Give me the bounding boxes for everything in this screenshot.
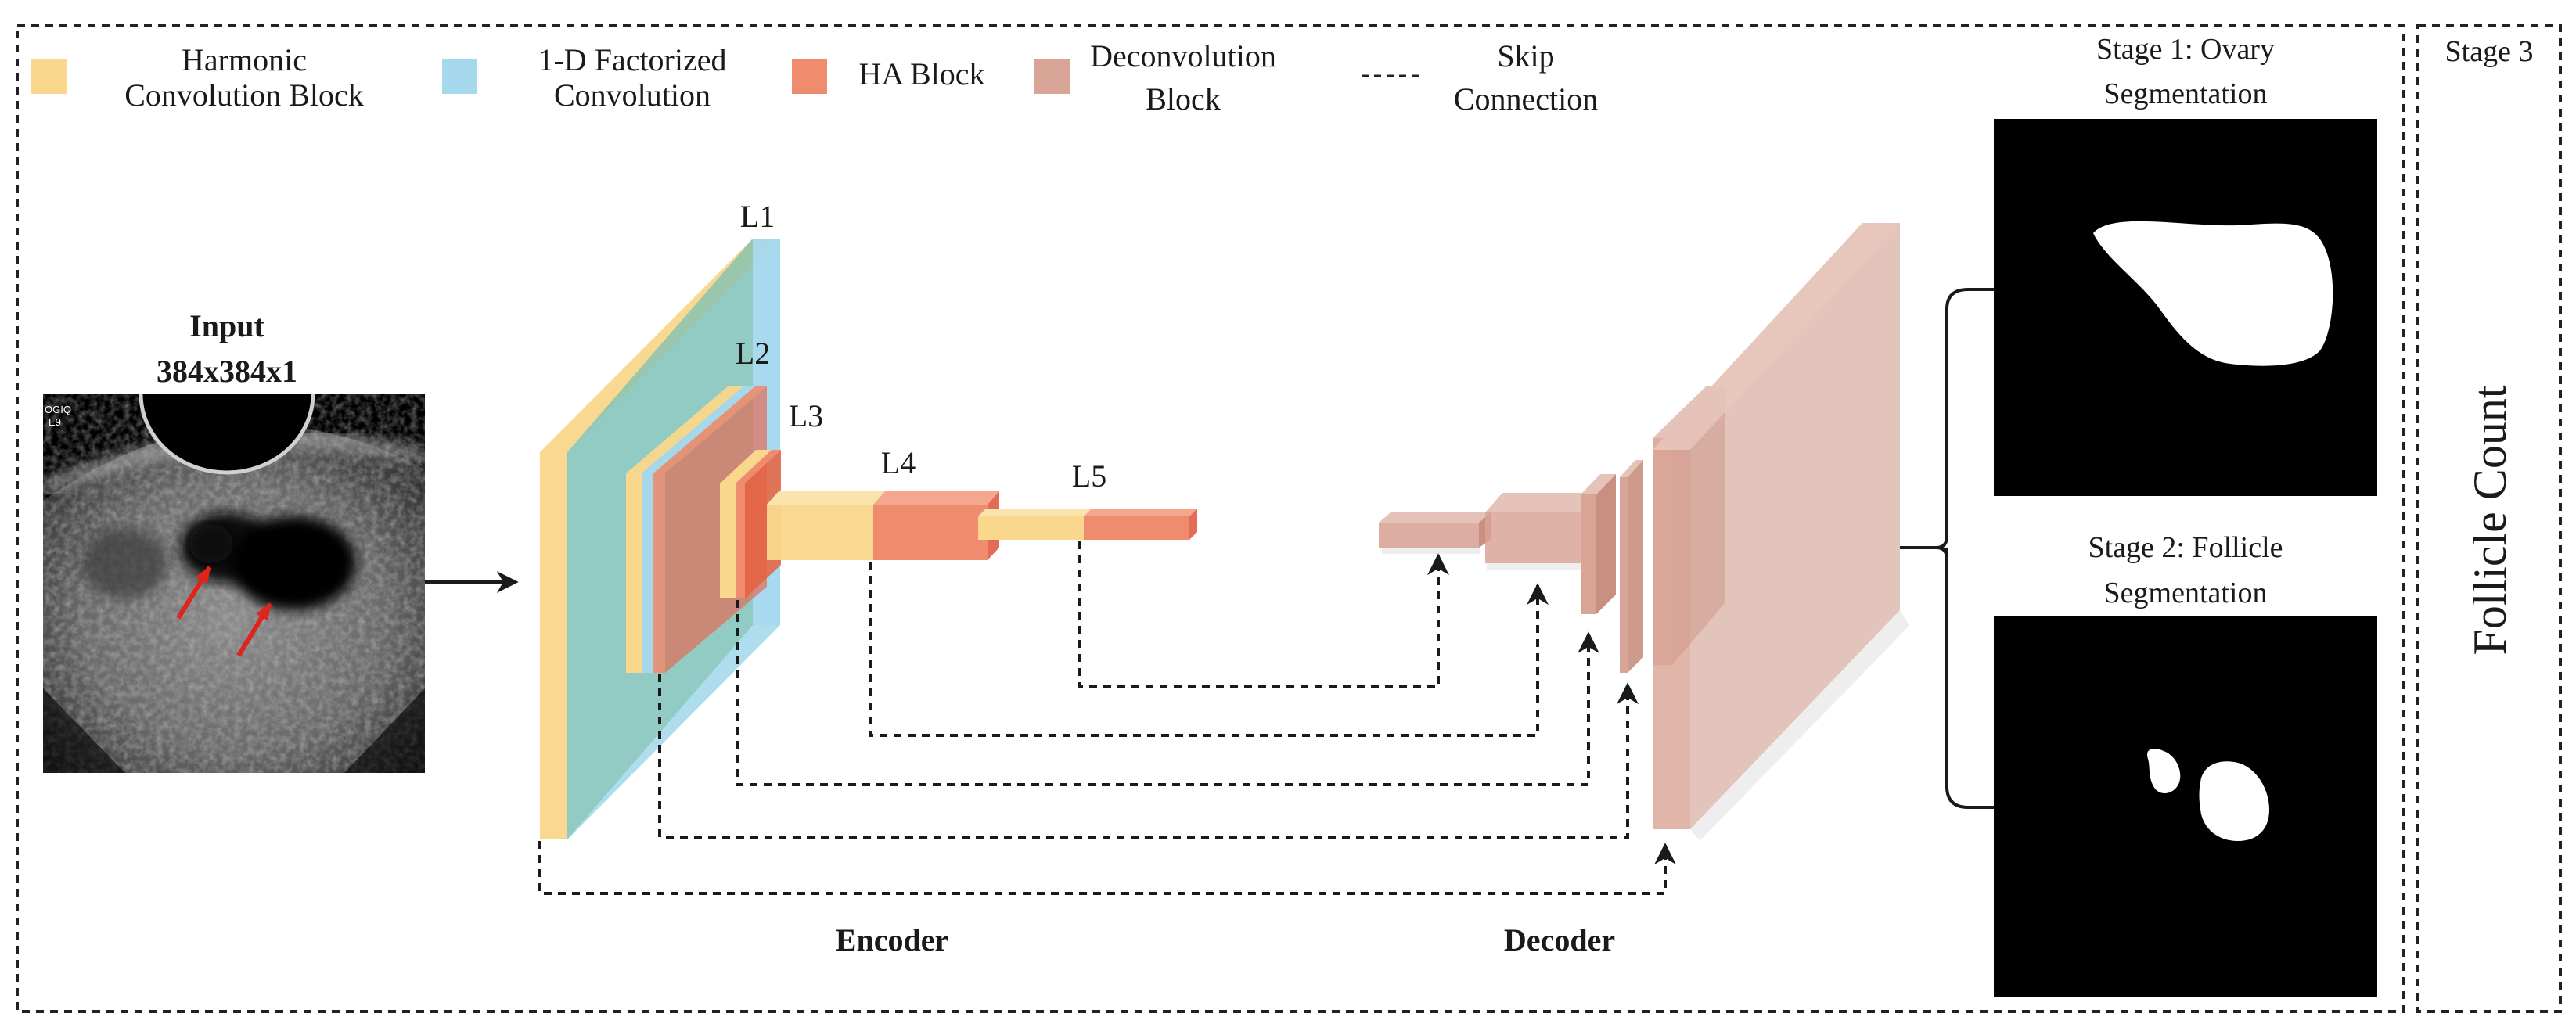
legend-factorized-label-2: Convolution: [554, 77, 711, 113]
input-ultrasound-image: OGIQ E9: [43, 394, 425, 773]
stage1-title-1: Stage 1: Ovary: [2096, 33, 2275, 66]
level-label-l5: L5: [1072, 458, 1106, 494]
follicle-count-label: Follicle Count: [2464, 385, 2516, 655]
legend-deconv-label-1: Deconvolution: [1090, 38, 1276, 74]
input-title: Input: [189, 308, 264, 343]
ovary-segmentation-mask: [1994, 119, 2377, 496]
follicle-segmentation-mask: [1994, 616, 2377, 997]
input-size: 384x384x1: [157, 354, 297, 389]
legend-harmonic-label-2: Convolution Block: [124, 77, 364, 113]
stage1-title-2: Segmentation: [2104, 77, 2268, 110]
encoder-l4-block: [767, 491, 999, 560]
decoder-block-1: [1379, 512, 1491, 554]
legend-skip-label-1: Skip: [1497, 38, 1554, 74]
scanner-brand-text: OGIQ: [45, 404, 71, 415]
encoder: L1 L2 L3 L4 L5: [540, 199, 1197, 839]
encoder-label: Encoder: [836, 922, 948, 958]
legend-factorized-swatch: [442, 59, 477, 94]
output-brace: [1900, 288, 1994, 809]
legend-ha-swatch: [792, 59, 827, 94]
stage2-title-2: Segmentation: [2104, 577, 2268, 609]
encoder-l5-block: [978, 509, 1197, 540]
decoder-block-4: [1620, 460, 1643, 673]
decoder-label: Decoder: [1504, 922, 1615, 958]
encoder-l2-block: [626, 386, 767, 673]
skip-connections: [538, 541, 1676, 895]
legend-skip-label-2: Connection: [1454, 81, 1598, 117]
skip-connection-l5: [1078, 541, 1449, 688]
stage-3-frame: [2416, 24, 2562, 1013]
legend-factorized-label-1: 1-D Factorized: [538, 42, 726, 77]
follicle-arrow-2: [236, 602, 272, 657]
level-label-l4: L4: [881, 445, 916, 480]
skip-connection-l3: [736, 600, 1599, 786]
stage2-title-1: Stage 2: Follicle: [2088, 531, 2283, 564]
decoder: [1379, 223, 1909, 841]
skip-connection-l4: [869, 562, 1549, 737]
level-label-l1: L1: [740, 199, 775, 234]
encoder-l3-block: [720, 450, 781, 598]
legend: Harmonic Convolution Block 1-D Factorize…: [31, 38, 1598, 117]
decoder-block-3: [1581, 474, 1616, 614]
stage3-title: Stage 3: [2445, 35, 2534, 68]
level-label-l3: L3: [789, 398, 823, 433]
legend-harmonic-swatch: [31, 59, 67, 94]
skip-connection-l2: [658, 674, 1639, 839]
legend-harmonic-label-1: Harmonic: [182, 42, 307, 77]
level-label-l2: L2: [736, 336, 770, 371]
scanner-model-text: E9: [49, 416, 61, 428]
legend-deconv-label-2: Block: [1146, 81, 1221, 117]
legend-deconv-swatch: [1034, 59, 1070, 94]
stage-1-2-frame: [16, 24, 2405, 1013]
skip-connection-l1: [538, 841, 1676, 895]
legend-ha-label: HA Block: [858, 56, 984, 92]
follicle-arrow-1: [176, 566, 212, 620]
decoder-block-6: [1653, 223, 1909, 841]
